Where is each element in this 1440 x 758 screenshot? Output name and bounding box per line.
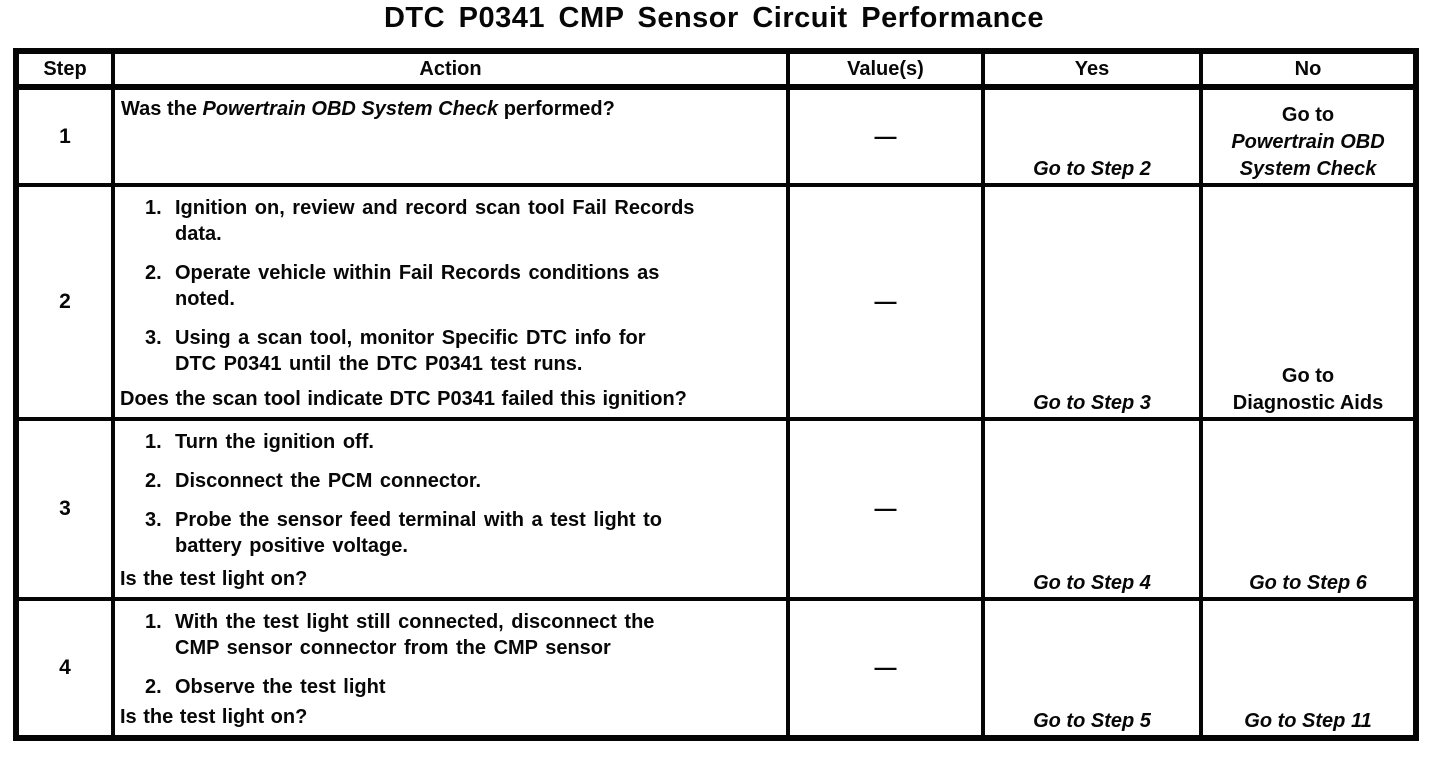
- list-item-number: 2.: [145, 262, 162, 284]
- value-cell: —: [786, 85, 985, 187]
- action-question: Does the scan tool indicate DTC P0341 fa…: [120, 388, 687, 410]
- list-item-text: Using a scan tool, monitor Specific DTC …: [175, 327, 646, 375]
- no-cell: Go to Step 11: [1199, 597, 1418, 740]
- action-cell: 1. With the test light still connected, d…: [111, 597, 790, 740]
- value-cell: —: [786, 183, 985, 421]
- goto-reference-italic: Powertrain OBD: [1231, 131, 1385, 153]
- table-row-step-1: 1 Was the Powertrain OBD System Check pe…: [14, 85, 1418, 187]
- list-item-text: Turn the ignition off.: [175, 431, 374, 453]
- goto-reference: Go to Step 11: [1244, 710, 1372, 732]
- goto-reference: Go to Step 6: [1249, 572, 1367, 594]
- list-item-number: 1.: [145, 431, 162, 453]
- goto-reference: Diagnostic Aids: [1232, 392, 1384, 414]
- goto-reference: Go to Step 5: [1033, 710, 1151, 732]
- step-number: 4: [14, 597, 115, 740]
- action-list: 1. With the test light still connected, d…: [117, 603, 784, 700]
- action-list-item: 2. Observe the test light: [117, 674, 782, 700]
- goto-reference: Go to: [1281, 365, 1335, 387]
- page-title: DTC P0341 CMP Sensor Circuit Performance: [383, 2, 1045, 34]
- yes-cell: Go to Step 2: [981, 85, 1203, 187]
- list-item-number: 1.: [145, 197, 162, 219]
- table-row-step-2: 2 1. Ignition on, review and record scan …: [14, 183, 1418, 421]
- action-list-item: 2. Operate vehicle within Fail Records co…: [117, 260, 782, 312]
- list-item-number: 2.: [145, 676, 162, 698]
- list-item-text: Operate vehicle within Fail Records cond…: [175, 262, 660, 310]
- table-header-row: Step Action Value(s) Yes No: [14, 49, 1418, 90]
- action-text: performed?: [498, 98, 615, 120]
- action-text-italic: Powertrain OBD System Check: [202, 98, 499, 120]
- action-cell: Was the Powertrain OBD System Check perf…: [111, 85, 790, 187]
- action-list-item: 2. Disconnect the PCM connector.: [117, 468, 782, 494]
- goto-reference: Go to Step 2: [1033, 158, 1151, 180]
- yes-cell: Go to Step 5: [981, 597, 1203, 740]
- column-header-action: Action: [111, 49, 790, 90]
- yes-cell: Go to Step 4: [981, 417, 1203, 601]
- action-cell: 1. Turn the ignition off. 2. Disconnect th…: [111, 417, 790, 601]
- list-item-text: Disconnect the PCM connector.: [175, 470, 482, 492]
- column-header-yes: Yes: [981, 49, 1203, 90]
- action-text: Was the: [121, 98, 203, 120]
- list-item-number: 2.: [145, 470, 162, 492]
- step-number: 2: [14, 183, 115, 421]
- action-question: Is the test light on?: [120, 568, 308, 590]
- goto-reference: Go to: [1281, 104, 1335, 126]
- table-row-step-4: 4 1. With the test light still connected,…: [14, 597, 1418, 740]
- list-item-number: 1.: [145, 611, 162, 633]
- diagnostic-table: Step Action Value(s) Yes No 1 Was the Po…: [13, 48, 1419, 741]
- list-item-text: With the test light still connected, dis…: [175, 611, 655, 659]
- no-cell: Go to Diagnostic Aids: [1199, 183, 1418, 421]
- table-row-step-3: 3 1. Turn the ignition off. 2. Disconnect …: [14, 417, 1418, 601]
- action-list-item: 1. Ignition on, review and record scan to…: [117, 195, 782, 247]
- action-question: Is the test light on?: [120, 706, 308, 728]
- action-list-item: 3. Using a scan tool, monitor Specific DT…: [117, 325, 782, 377]
- action-list: 1. Turn the ignition off. 2. Disconnect th…: [117, 423, 784, 559]
- step-number: 1: [14, 85, 115, 187]
- column-header-no: No: [1199, 49, 1418, 90]
- goto-reference: Go to Step 3: [1033, 392, 1151, 414]
- action-cell: 1. Ignition on, review and record scan to…: [111, 183, 790, 421]
- step-number: 3: [14, 417, 115, 601]
- action-list: 1. Ignition on, review and record scan to…: [117, 189, 784, 377]
- action-list-item: 3. Probe the sensor feed terminal with a …: [117, 507, 782, 559]
- goto-reference: Go to Step 4: [1033, 572, 1151, 594]
- column-header-values: Value(s): [786, 49, 985, 90]
- yes-cell: Go to Step 3: [981, 183, 1203, 421]
- list-item-text: Ignition on, review and record scan tool…: [175, 197, 695, 245]
- action-list-item: 1. Turn the ignition off.: [117, 429, 782, 455]
- no-cell: Go to Powertrain OBD System Check: [1199, 85, 1418, 187]
- list-item-number: 3.: [145, 509, 162, 531]
- list-item-number: 3.: [145, 327, 162, 349]
- action-question: Was the Powertrain OBD System Check perf…: [117, 91, 784, 122]
- action-list-item: 1. With the test light still connected, d…: [117, 609, 782, 661]
- value-cell: —: [786, 597, 985, 740]
- column-header-step: Step: [14, 49, 115, 90]
- goto-reference-italic: System Check: [1239, 158, 1377, 180]
- list-item-text: Probe the sensor feed terminal with a te…: [175, 509, 662, 557]
- value-cell: —: [786, 417, 985, 601]
- no-cell: Go to Step 6: [1199, 417, 1418, 601]
- list-item-text: Observe the test light: [175, 676, 386, 698]
